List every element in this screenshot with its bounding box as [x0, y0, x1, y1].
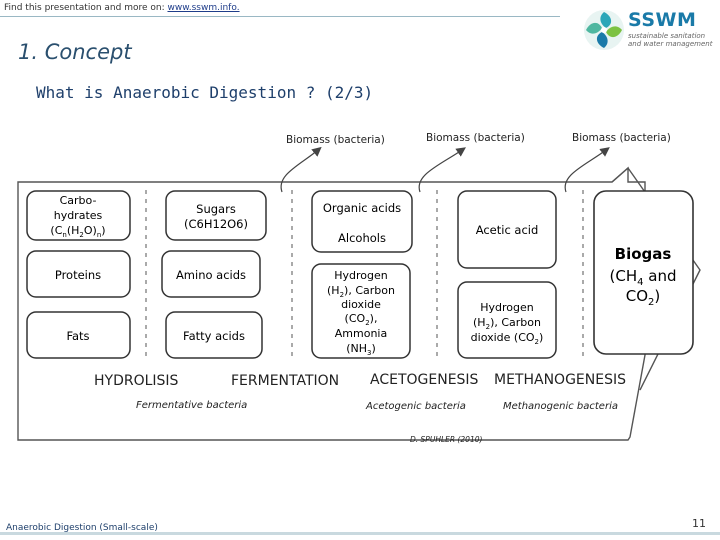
stage-acetogenesis: ACETOGENESIS [370, 372, 479, 388]
page-number: 11 [692, 517, 706, 530]
box-organic-acids [311, 190, 413, 253]
box-proteins [26, 250, 131, 298]
footer-rule [0, 532, 720, 535]
stage-hydrolisis: HYDROLISIS [94, 373, 179, 389]
fats-label: Fats [66, 329, 89, 343]
logo-wordmark: SSWM [628, 9, 697, 31]
sugars-formula: (C6H12O6) [184, 217, 248, 231]
box-fatty-acids [165, 311, 263, 359]
diagram-credit: D. SPUHLER (2010) [410, 435, 482, 444]
sswm-link[interactable]: www.sswm.info. [167, 3, 240, 13]
col4-hydrogen: Hydrogen [480, 301, 534, 314]
amino-acids-label: Amino acids [176, 268, 246, 282]
header-rule [0, 16, 560, 17]
stage-fermentation: FERMENTATION [231, 373, 339, 389]
sugars-label: Sugars [196, 202, 236, 216]
anaerobic-digestion-diagram: Biomass (bacteria) Biomass (bacteria) Bi… [17, 132, 701, 444]
col3-co2: (CO2), [345, 312, 378, 327]
biogas-co2: CO2) [626, 287, 661, 308]
col3-ammonia: Ammonia [335, 327, 387, 340]
box-carbohydrates [26, 190, 131, 241]
carbo-line-1: Carbo- [60, 194, 97, 207]
box-fats [26, 311, 131, 359]
bacteria-methanogenic: Methanogenic bacteria [503, 401, 618, 412]
find-presentation-line: Find this presentation and more on: www.… [4, 3, 240, 13]
logo-tagline-2: and water management [628, 40, 713, 48]
biomass-label-1: Biomass (bacteria) [286, 134, 385, 146]
col4-h2-carbon: (H2), Carbon [473, 316, 541, 331]
logo-tagline-1: sustainable sanitation [628, 32, 706, 40]
box-hydrogen-col4 [457, 281, 557, 359]
slide-title: What is Anaerobic Digestion ? (2/3) [36, 83, 374, 102]
box-acetic-acid [457, 190, 557, 269]
organic-acids-label: Organic acids [323, 201, 401, 215]
box-sugars [165, 190, 267, 241]
biomass-arrow-2 [418, 147, 466, 193]
bacteria-acetogenic: Acetogenic bacteria [365, 401, 466, 412]
logo-tagline: sustainable sanitation and water managem… [628, 32, 712, 48]
col3-dioxide: dioxide [341, 298, 381, 311]
col3-h2-carbon: (H2), Carbon [327, 284, 395, 299]
sswm-logo-icon [584, 10, 624, 50]
section-title: 1. Concept [18, 40, 132, 64]
col4-dioxide: dioxide (CO2) [471, 331, 544, 346]
proteins-label: Proteins [55, 268, 101, 282]
col3-hydrogen: Hydrogen [334, 269, 388, 282]
acetic-acid-label: Acetic acid [476, 223, 539, 237]
sswm-logo[interactable]: SSWM sustainable sanitation and water ma… [582, 6, 712, 54]
col3-nh3: (NH3) [346, 342, 376, 357]
carbo-line-2: hydrates [54, 209, 103, 222]
alcohols-label: Alcohols [338, 231, 386, 245]
box-hydrogen-col3 [311, 263, 411, 359]
biogas-ch4: (CH4 and [610, 267, 677, 288]
col3-carbon: Carbon [355, 284, 395, 297]
biomass-label-3: Biomass (bacteria) [572, 132, 671, 144]
fatty-acids-label: Fatty acids [183, 329, 245, 343]
biomass-arrow-3 [564, 147, 610, 193]
footer-title: Anaerobic Digestion (Small-scale) [6, 523, 158, 533]
stage-methanogenesis: METHANOGENESIS [494, 372, 626, 388]
box-amino-acids [161, 250, 261, 298]
biomass-label-2: Biomass (bacteria) [426, 132, 525, 144]
bacteria-fermentative: Fermentative bacteria [136, 400, 247, 411]
biogas-label: Biogas [615, 245, 672, 263]
find-text: Find this presentation and more on: [4, 3, 168, 13]
box-biogas [593, 190, 694, 355]
biomass-arrow-1 [280, 146, 322, 193]
